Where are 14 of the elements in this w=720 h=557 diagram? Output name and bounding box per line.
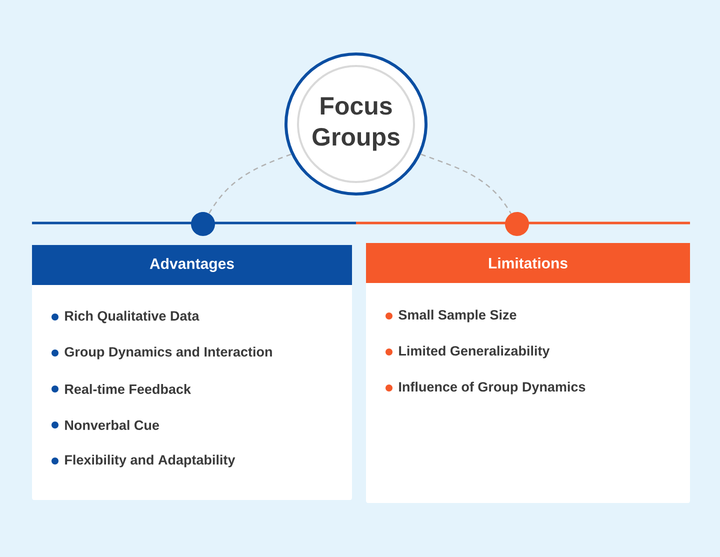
bullet-item: Flexibility and Adaptability	[52, 454, 236, 468]
bullet-item: Group Dynamics and Interaction	[52, 346, 272, 360]
card-header: Advantages	[32, 245, 352, 285]
dashed-connector	[420, 154, 512, 214]
dot-marker	[505, 212, 529, 236]
bullet-item: Nonverbal Cue	[52, 420, 159, 430]
dot-marker	[191, 212, 215, 236]
bullet-item: Rich Qualitative Data	[52, 310, 200, 324]
bullet-item: Small Sample Size	[386, 310, 516, 322]
dashed-connector	[208, 154, 292, 214]
bullet-item: Influence of Group Dynamics	[386, 382, 586, 394]
bullet-item: Limited Generalizability	[386, 346, 550, 358]
card-header: Limitations	[366, 243, 690, 283]
bullet-item: Real-time Feedback	[52, 384, 191, 394]
